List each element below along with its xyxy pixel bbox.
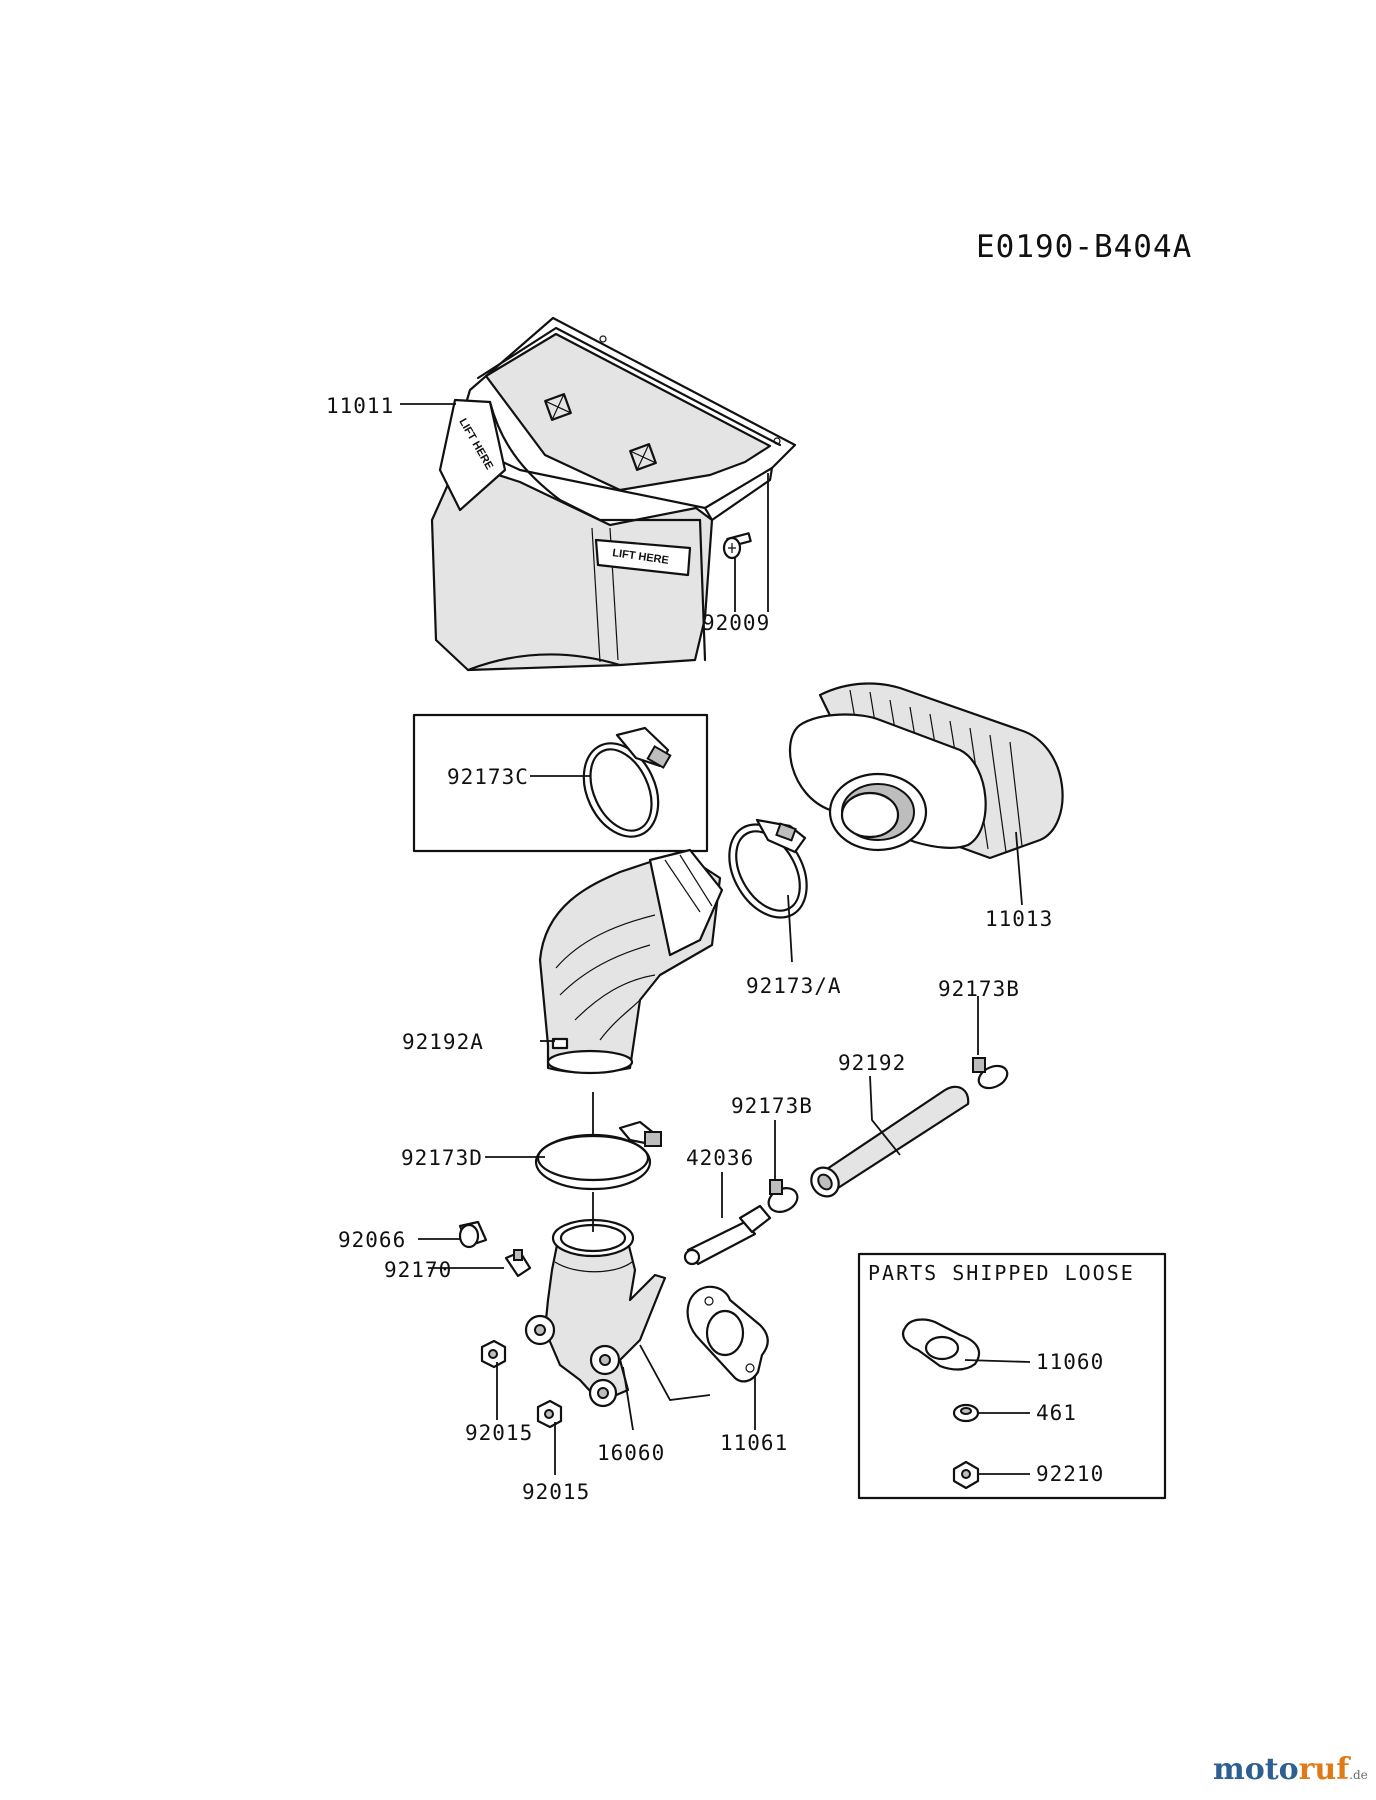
part-label-461: 461 xyxy=(1036,1401,1077,1425)
washer-461 xyxy=(952,1403,980,1423)
vent-square-b xyxy=(629,443,657,471)
part-label-92192: 92192 xyxy=(838,1051,907,1075)
air-filter-11013 xyxy=(788,682,1064,860)
hose-92192 xyxy=(810,1085,970,1198)
watermark-part-1: moto xyxy=(1213,1752,1299,1787)
parts-shipped-loose-title: PARTS SHIPPED LOOSE xyxy=(868,1261,1135,1285)
vent-square-a xyxy=(544,393,572,421)
part-label-92066: 92066 xyxy=(338,1228,407,1252)
part-label-92173d: 92173D xyxy=(401,1146,483,1170)
clip-92170 xyxy=(504,1249,532,1278)
watermark-logo: motoruf.de xyxy=(1213,1755,1368,1785)
gasket-11060 xyxy=(902,1318,981,1371)
part-label-92009: 92009 xyxy=(702,611,771,635)
screw-92009 xyxy=(722,532,752,560)
clamp-92173c-inset-box xyxy=(412,713,709,853)
clamp-92173c xyxy=(582,726,672,838)
part-label-92173c: 92173C xyxy=(447,765,529,789)
part-label-92015-b: 92015 xyxy=(522,1480,591,1504)
gasket-11061 xyxy=(686,1285,769,1383)
clamp-92173b-top xyxy=(972,1057,1009,1090)
part-label-92192a: 92192A xyxy=(402,1030,484,1054)
part-label-42036: 42036 xyxy=(686,1146,755,1170)
parts-shipped-loose-box xyxy=(857,1252,1167,1500)
part-label-92210: 92210 xyxy=(1036,1462,1105,1486)
watermark-part-2: ruf xyxy=(1298,1752,1350,1787)
nut-92015-b xyxy=(536,1399,563,1429)
air-cleaner-cover-11011: LIFT HERE LIFT HERE xyxy=(430,316,797,672)
part-label-92173b-mid: 92173B xyxy=(731,1094,813,1118)
part-label-11060: 11060 xyxy=(1036,1350,1105,1374)
part-label-11013: 11013 xyxy=(985,907,1054,931)
elbow-hose-92192a xyxy=(538,848,724,1075)
part-label-92173b-top: 92173B xyxy=(938,977,1020,1001)
nut-92015-a xyxy=(480,1339,507,1369)
part-label-92173a: 92173/A xyxy=(746,974,842,998)
clamp-92173a xyxy=(728,818,808,919)
diagram-code: E0190-B404A xyxy=(976,229,1193,265)
nut-92210 xyxy=(952,1460,980,1490)
fitting-42036 xyxy=(683,1204,772,1266)
clamp-92173b-mid xyxy=(767,1179,799,1213)
leader-lines xyxy=(400,403,1031,1475)
cap-92066 xyxy=(458,1220,488,1249)
part-label-92015-a: 92015 xyxy=(465,1421,534,1445)
part-label-16060: 16060 xyxy=(597,1441,666,1465)
part-label-92170: 92170 xyxy=(384,1258,453,1282)
watermark-part-3: .de xyxy=(1349,1768,1368,1782)
part-label-11061: 11061 xyxy=(720,1431,789,1455)
intake-manifold-16060 xyxy=(524,1218,667,1408)
part-label-11011: 11011 xyxy=(326,394,395,418)
clamp-92173d xyxy=(534,1120,662,1191)
